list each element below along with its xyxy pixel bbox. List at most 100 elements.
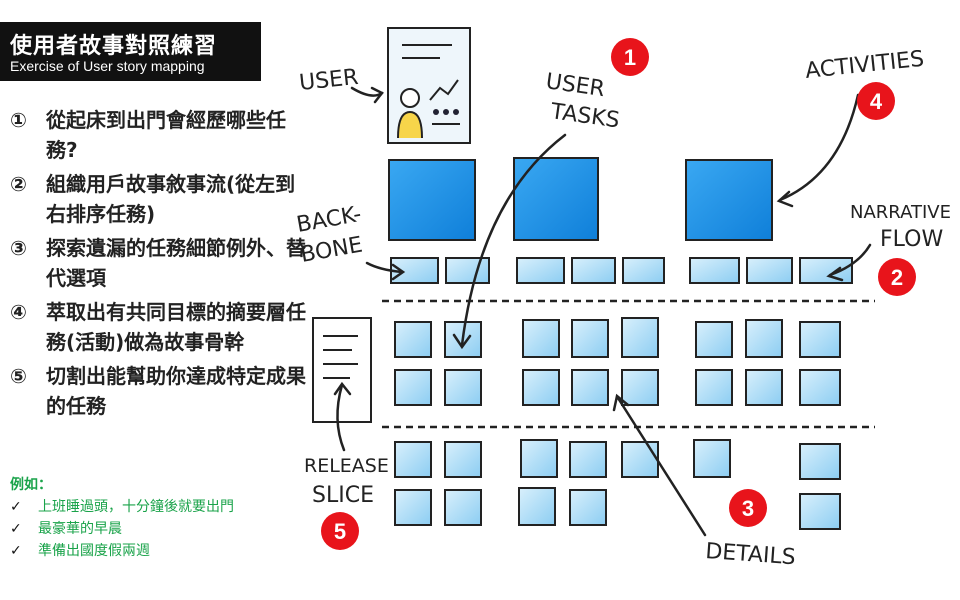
backbone-task [571,257,616,284]
check-icon: ✓ [10,499,22,515]
detail-task [518,487,556,526]
detail-task [522,369,560,406]
detail-task [569,489,607,526]
arrow-head [391,263,406,281]
label-release-1: RELEASE [304,455,389,477]
activity-box [685,159,773,241]
step-number: ③ [10,236,27,260]
label-narrative-1: NARRATIVE [850,202,951,223]
detail-task [444,441,482,478]
activity-box [388,159,476,241]
arrow-head [370,86,384,104]
label-backbone-2: BONE [299,232,365,267]
step-number: ⑤ [10,364,27,388]
step-text: 組織用戶故事敘事流(從左到右排序任務) [46,172,296,226]
step-item: ① 從起床到出門會經歷哪些任務? [10,105,310,165]
example-text: 上班睡過頭，十分鐘後就要出門 [38,499,234,515]
activity-box [513,157,599,241]
step-text: 探索遺漏的任務細節例外、替代選項 [46,236,306,290]
label-backbone-1: BACK- [295,202,364,238]
detail-task [695,369,733,406]
step-item: ⑤ 切割出能幫助你達成特定成果的任務 [10,361,310,421]
title-banner: 使用者故事對照練習 Exercise of User story mapping [0,22,261,81]
backbone-task [799,257,853,284]
release-card [312,317,372,423]
arrow-activities [778,93,860,202]
detail-task [394,441,432,478]
arrow-details [616,396,707,537]
step-text: 切割出能幫助你達成特定成果的任務 [46,364,306,418]
backbone-task [445,257,490,284]
backbone-task [746,257,793,284]
example-item: ✓ 準備出國度假兩週 [10,540,310,562]
backbone-task [622,257,665,284]
badge-1: 1 [611,38,649,76]
detail-task [745,369,783,406]
detail-task [745,319,783,358]
step-number: ① [10,108,27,132]
example-item: ✓ 最豪華的早晨 [10,518,310,540]
arrow-head [333,381,352,396]
step-number: ② [10,172,27,196]
step-text: 萃取出有共同目標的摘要層任務(活動)做為故事骨幹 [46,300,306,354]
check-icon: ✓ [10,543,22,559]
arrow-release [336,383,346,452]
label-narrative-2: FLOW [880,227,943,252]
label-details: DETAILS [705,539,797,570]
label-user-tasks-1: USER [544,69,606,102]
badge-3: 3 [729,489,767,527]
arrow-head [452,333,472,350]
detail-task [621,441,659,478]
detail-task [799,369,841,406]
detail-task [394,489,432,526]
user-persona-card [387,27,471,144]
detail-task [799,493,841,530]
detail-task [394,369,432,406]
step-item: ③ 探索遺漏的任務細節例外、替代選項 [10,233,310,293]
step-item: ② 組織用戶故事敘事流(從左到右排序任務) [10,169,310,229]
label-user: USER [298,65,360,96]
svg-text:2: 2 [891,265,903,290]
arrow-head [826,266,844,282]
detail-task [621,317,659,358]
activity-boxes [388,157,773,241]
detail-task [520,439,558,478]
badge-4: 4 [857,82,895,120]
backbone-task [689,257,740,284]
svg-text:5: 5 [334,519,346,544]
arrow-backbone [365,261,404,274]
svg-text:4: 4 [870,89,883,114]
detail-task [693,439,731,478]
step-item: ④ 萃取出有共同目標的摘要層任務(活動)做為故事骨幹 [10,297,310,357]
detail-task [569,441,607,478]
example-text: 準備出國度假兩週 [38,543,150,559]
backbone-task-row [390,257,853,284]
detail-task [571,319,609,358]
label-activities: ACTIVITIES [804,47,925,84]
examples-title: 例如： [10,477,52,493]
detail-task [695,321,733,358]
annotation-arrows [333,86,872,537]
svg-text:1: 1 [624,45,636,70]
badge-2: 2 [878,258,916,296]
detail-task [522,319,560,358]
label-release-2: SLICE [312,483,374,508]
detail-task [799,321,841,358]
detail-task-grid [394,317,841,530]
detail-task [394,321,432,358]
step-text: 從起床到出門會經歷哪些任務? [46,108,286,162]
examples-list: 例如： ✓ 上班睡過頭，十分鐘後就要出門 ✓ 最豪華的早晨 ✓ 準備出國度假兩週 [10,474,310,562]
detail-task [444,369,482,406]
arrow-user-tasks [460,133,567,347]
step-number: ④ [10,300,27,324]
detail-task [444,489,482,526]
label-user-tasks-2: TASKS [548,99,621,134]
backbone-task [516,257,565,284]
page-title: 使用者故事對照練習 [10,34,218,59]
detail-task [799,443,841,480]
check-icon: ✓ [10,521,22,537]
arrow-head [776,190,794,208]
example-text: 最豪華的早晨 [38,521,122,537]
steps-list: ① 從起床到出門會經歷哪些任務? ② 組織用戶故事敘事流(從左到右排序任務) ③… [10,105,310,425]
